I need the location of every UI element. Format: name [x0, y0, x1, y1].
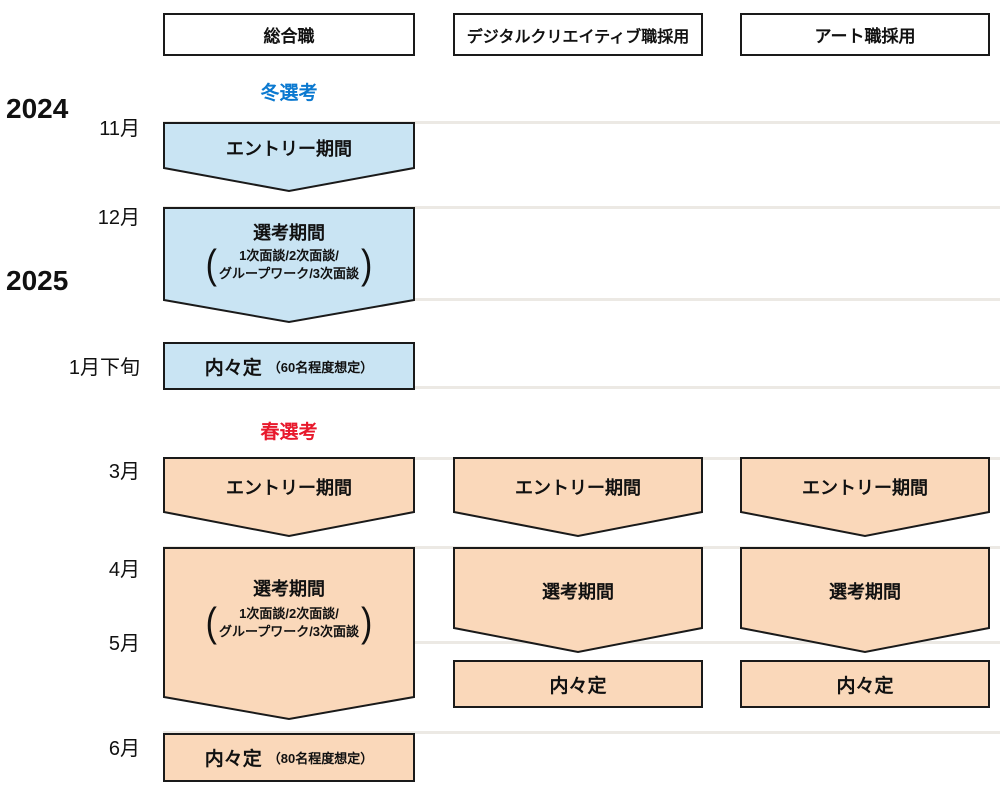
- month-label-april: 4月: [108, 559, 140, 581]
- gridline-dec: [163, 206, 1000, 209]
- column-header-art-label: アート職採用: [814, 27, 916, 46]
- phase-label-spring-selection: 春選考: [260, 422, 318, 443]
- down-arrow-shape: [163, 457, 415, 538]
- close-paren: ): [361, 599, 373, 646]
- spring-selection-detail-lines: 1次面談/2次面談/ グループワーク/3次面談: [219, 605, 359, 640]
- spring-entry-period-label-general: エントリー期間: [226, 478, 352, 498]
- winter-informal-offer-box: 内々定 （60名程度想定）: [163, 342, 415, 390]
- month-label-march: 3月: [108, 461, 140, 483]
- month-label-november: 11月: [99, 118, 140, 140]
- spring-selection-detail-line2: グループワーク/3次面談: [218, 623, 360, 639]
- gridline-jan: [163, 298, 1000, 301]
- open-paren: (: [205, 599, 217, 646]
- winter-informal-offer-note: （60名程度想定）: [267, 359, 374, 375]
- gridline-jan-end: [163, 386, 1000, 389]
- month-label-late-january: 1月下旬: [68, 357, 140, 379]
- down-arrow-shape: [163, 207, 415, 324]
- spring-selection-period-arrow-general: 選考期間 ( 1次面談/2次面談/ グループワーク/3次面談 ): [163, 547, 415, 721]
- spring-informal-offer-label-digital: 内々定: [549, 675, 607, 697]
- column-header-general: 総合職: [163, 13, 415, 56]
- down-arrow-shape: [453, 457, 703, 538]
- spring-selection-period-label-digital: 選考期間: [542, 582, 614, 602]
- column-header-digital-creative: デジタルクリエイティブ職採用: [453, 13, 703, 56]
- winter-entry-period-label: エントリー期間: [226, 139, 352, 159]
- year-label-2024: 2024: [6, 93, 69, 124]
- winter-selection-detail: ( 1次面談/2次面談/ グループワーク/3次面談 ): [163, 241, 415, 288]
- spring-entry-period-label-digital: エントリー期間: [515, 478, 641, 498]
- down-arrow-shape: [740, 547, 990, 654]
- spring-informal-offer-box-art: 内々定: [740, 660, 990, 708]
- spring-informal-offer-box-general: 内々定 （80名程度想定）: [163, 733, 415, 782]
- winter-selection-detail-lines: 1次面談/2次面談/ グループワーク/3次面談: [219, 247, 359, 282]
- spring-entry-period-arrow-general: エントリー期間: [163, 457, 415, 538]
- spring-entry-period-arrow-art: エントリー期間: [740, 457, 990, 538]
- spring-informal-offer-box-digital: 内々定: [453, 660, 703, 708]
- open-paren: (: [205, 241, 217, 288]
- column-header-art: アート職採用: [740, 13, 990, 56]
- down-arrow-shape: [163, 122, 415, 193]
- winter-entry-period-arrow: エントリー期間: [163, 122, 415, 193]
- month-label-december: 12月: [97, 207, 140, 229]
- gridline-jun: [163, 731, 1000, 734]
- spring-selection-period-arrow-art: 選考期間: [740, 547, 990, 654]
- down-arrow-shape: [453, 547, 703, 654]
- spring-selection-detail-line1: 1次面談/2次面談/: [239, 606, 339, 621]
- spring-selection-period-label-art: 選考期間: [829, 582, 901, 602]
- down-arrow-shape: [163, 547, 415, 721]
- column-header-general-label: 総合職: [263, 27, 315, 46]
- spring-entry-period-label-art: エントリー期間: [802, 478, 928, 498]
- winter-selection-detail-line2: グループワーク/3次面談: [218, 265, 360, 281]
- spring-informal-offer-label-general: 内々定: [204, 749, 262, 770]
- gridline-nov: [163, 121, 1000, 124]
- spring-selection-period-arrow-digital: 選考期間: [453, 547, 703, 654]
- down-arrow-shape: [740, 457, 990, 538]
- winter-selection-detail-line1: 1次面談/2次面談/: [239, 248, 339, 263]
- spring-informal-offer-label-art: 内々定: [836, 675, 894, 697]
- winter-selection-period-arrow: 選考期間 ( 1次面談/2次面談/ グループワーク/3次面談 ): [163, 207, 415, 324]
- phase-label-winter-selection: 冬選考: [260, 83, 318, 104]
- winter-informal-offer-label: 内々定: [204, 357, 262, 379]
- month-label-june: 6月: [108, 738, 140, 760]
- spring-entry-period-arrow-digital: エントリー期間: [453, 457, 703, 538]
- column-header-digital-creative-label: デジタルクリエイティブ職採用: [466, 28, 690, 46]
- spring-selection-detail: ( 1次面談/2次面談/ グループワーク/3次面談 ): [163, 599, 415, 646]
- spring-selection-period-label-general: 選考期間: [253, 579, 325, 599]
- close-paren: ): [361, 241, 373, 288]
- winter-selection-period-label: 選考期間: [253, 223, 325, 243]
- spring-informal-offer-note: （80名程度想定）: [267, 751, 374, 766]
- month-label-may: 5月: [108, 633, 140, 655]
- year-label-2025: 2025: [6, 265, 69, 296]
